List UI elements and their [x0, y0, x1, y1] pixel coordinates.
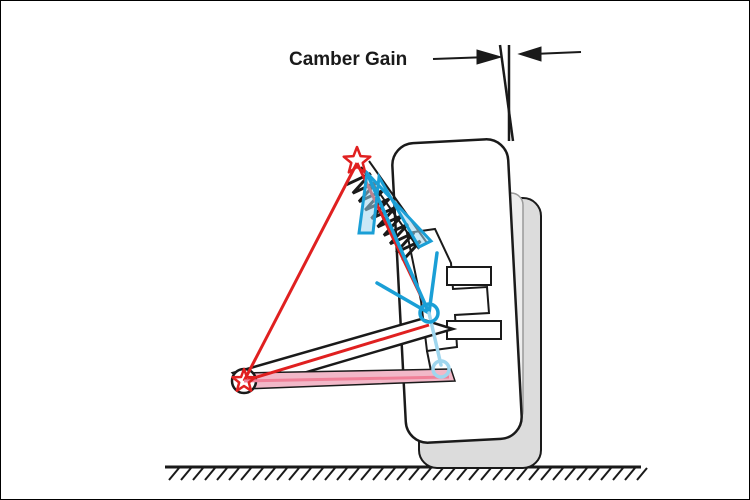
blue-strut-axis: [365, 171, 431, 315]
hatch-mark: [636, 467, 648, 481]
hatch-mark: [588, 467, 600, 481]
hatch-mark: [192, 467, 204, 481]
hatch-mark: [252, 467, 264, 481]
hatch-mark: [228, 467, 240, 481]
hatch-mark: [492, 467, 504, 481]
camber-reference-line: [498, 44, 515, 142]
hatch-mark: [360, 467, 372, 481]
hatch-mark: [324, 467, 336, 481]
hatch-mark: [288, 467, 300, 481]
hatch-mark: [420, 467, 432, 481]
pivot-star-icon: [231, 367, 257, 392]
red-line-lower-arm: [243, 375, 450, 383]
hatch-mark: [480, 467, 492, 481]
hatch-mark: [348, 467, 360, 481]
hatch-mark: [444, 467, 456, 481]
hatch-mark: [552, 467, 564, 481]
hatch-mark: [468, 467, 480, 481]
hatch-mark: [216, 467, 228, 481]
axle-stub: [446, 266, 492, 286]
red-line-upper-arm: [243, 323, 430, 383]
hatch-mark: [336, 467, 348, 481]
hatch-mark: [408, 467, 420, 481]
brake-caliper: [446, 320, 502, 340]
hatch-mark: [612, 467, 624, 481]
hatch-mark: [456, 467, 468, 481]
hatch-mark: [312, 467, 324, 481]
hatch-mark: [624, 467, 636, 481]
hatch-mark: [384, 467, 396, 481]
hatch-mark: [396, 467, 408, 481]
blue-pivot-lower: [431, 359, 451, 379]
hatch-mark: [204, 467, 216, 481]
ground-hatching: [168, 467, 648, 481]
hatch-mark: [576, 467, 588, 481]
hatch-mark: [540, 467, 552, 481]
hatch-mark: [432, 467, 444, 481]
hatch-mark: [276, 467, 288, 481]
hatch-mark: [516, 467, 528, 481]
top-mount-star-icon: [342, 145, 372, 174]
hatch-mark: [240, 467, 252, 481]
hatch-mark: [528, 467, 540, 481]
hatch-mark: [300, 467, 312, 481]
red-line-left: [242, 162, 359, 382]
camber-gain-label: Camber Gain: [289, 49, 407, 70]
hatch-mark: [180, 467, 192, 481]
right-arrow-head: [517, 46, 542, 62]
blue-pivot-upper: [418, 302, 440, 324]
left-arrow-head: [476, 49, 503, 65]
hatch-mark: [372, 467, 384, 481]
hatch-mark: [264, 467, 276, 481]
camber-gain-indicator: [432, 44, 582, 142]
hatch-mark: [504, 467, 516, 481]
hatch-mark: [600, 467, 612, 481]
hatch-mark: [564, 467, 576, 481]
hatch-mark: [168, 467, 180, 481]
blue-geometry: [357, 169, 451, 379]
ground: [165, 465, 648, 481]
